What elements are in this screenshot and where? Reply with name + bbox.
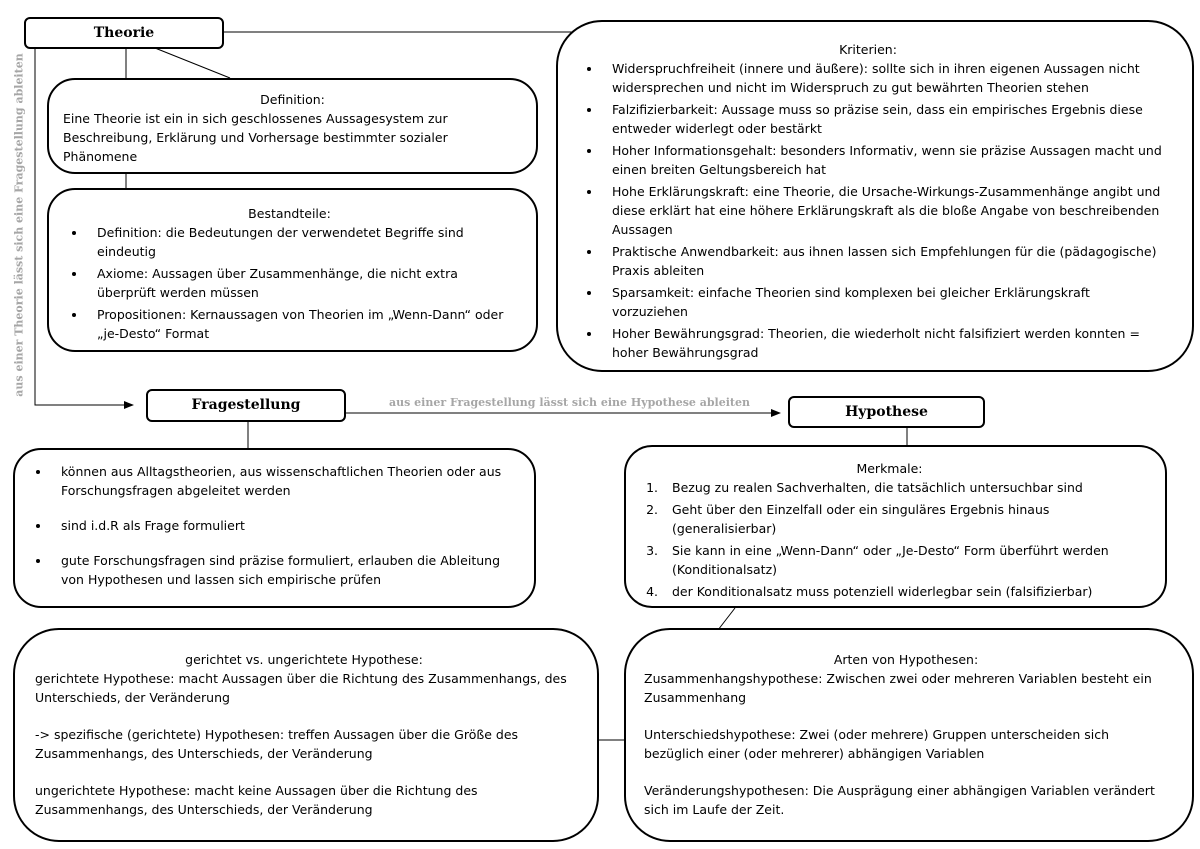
line-theorie-definition-2 (154, 47, 231, 79)
arrow-theorie-fragestellung (34, 48, 134, 409)
label-fragestellung-hypothese: aus einer Fragestellung lässt sich eine … (389, 396, 750, 409)
ungerichtet-paragraph: ungerichtete Hypothese: macht keine Auss… (35, 783, 478, 817)
arten-box: Arten von Hypothesen: Zusammenhangshypot… (624, 628, 1194, 842)
list-item: Hohe Erklärungskraft: eine Theorie, die … (602, 182, 1162, 239)
list-item: Hoher Informationsgehalt: besonders Info… (602, 141, 1162, 179)
list-item: Sparsamkeit: einfache Theorien sind komp… (602, 283, 1162, 321)
list-item: Praktische Anwendbarkeit: aus ihnen lass… (602, 242, 1162, 280)
list-item: Definition: die Bedeutungen der verwende… (87, 223, 520, 261)
unterschied-paragraph: Unterschiedshypothese: Zwei (oder mehrer… (644, 727, 1110, 761)
veraenderung-paragraph: Veränderungshypothesen: Die Ausprägung e… (644, 783, 1155, 817)
kriterien-list: Widerspruchfreiheit (innere und äußere):… (574, 59, 1162, 362)
definition-text: Eine Theorie ist ein in sich geschlossen… (63, 111, 448, 164)
zusammenhang-paragraph: Zusammenhangshypothese: Zwischen zwei od… (644, 671, 1152, 705)
fragestellung-title: Fragestellung (191, 397, 301, 413)
list-item: Bezug zu realen Sachverhalten, die tatsä… (662, 478, 1145, 497)
theorie-title-box: Theorie (24, 17, 224, 49)
merkmale-box: Merkmale: Bezug zu realen Sachverhalten,… (624, 445, 1167, 608)
line-merkmale-arten (717, 607, 736, 631)
hypothese-title: Hypothese (845, 403, 928, 420)
gerichtet-heading: gerichtet vs. ungerichtete Hypothese: (185, 652, 423, 667)
list-item: Falzifizierbarkeit: Aussage muss so präz… (602, 100, 1162, 138)
fragestellung-list: können aus Alltagstheorien, aus wissensc… (23, 462, 512, 589)
list-item: können aus Alltagstheorien, aus wissensc… (51, 462, 512, 500)
list-item: Sie kann in eine „Wenn-Dann“ oder „Je-De… (662, 541, 1145, 579)
definition-box: Definition: Eine Theorie ist ein in sich… (47, 78, 538, 174)
kriterien-heading: Kriterien: (839, 42, 897, 57)
fragestellung-box: können aus Alltagstheorien, aus wissensc… (13, 448, 536, 608)
bestandteile-box: Bestandteile: Definition: die Bedeutunge… (47, 188, 538, 352)
list-item: Axiome: Aussagen über Zusammenhänge, die… (87, 264, 520, 302)
definition-heading: Definition: (260, 92, 325, 107)
label-theorie-fragestellung: aus einer Theorie lässt sich eine Frages… (12, 53, 26, 397)
list-item: Geht über den Einzelfall oder ein singul… (662, 500, 1145, 538)
arten-heading: Arten von Hypothesen: (833, 652, 979, 667)
spezifisch-paragraph: -> spezifische (gerichtete) Hypothesen: … (35, 727, 519, 761)
bestandteile-heading: Bestandteile: (248, 206, 331, 221)
list-item: der Konditionalsatz muss potenziell wide… (662, 582, 1145, 601)
list-item: Widerspruchfreiheit (innere und äußere):… (602, 59, 1162, 97)
list-item: gute Forschungsfragen sind präzise formu… (51, 551, 512, 589)
kriterien-box: Kriterien: Widerspruchfreiheit (innere u… (556, 20, 1194, 372)
merkmale-list: Bezug zu realen Sachverhalten, die tatsä… (634, 478, 1145, 601)
gerichtet-box: gerichtet vs. ungerichtete Hypothese: ge… (13, 628, 599, 842)
fragestellung-title-box: Fragestellung (146, 389, 346, 422)
list-item: Hoher Bewährungsgrad: Theorien, die wied… (602, 324, 1162, 362)
bestandteile-list: Definition: die Bedeutungen der verwende… (59, 223, 520, 343)
theorie-title: Theorie (93, 24, 155, 41)
list-item: Propositionen: Kernaussagen von Theorien… (87, 305, 520, 343)
gerichtet-paragraph: gerichtete Hypothese: macht Aussagen übe… (35, 671, 567, 705)
list-item: sind i.d.R als Frage formuliert (51, 516, 512, 535)
merkmale-heading: Merkmale: (856, 461, 923, 476)
hypothese-title-box: Hypothese (788, 396, 985, 428)
